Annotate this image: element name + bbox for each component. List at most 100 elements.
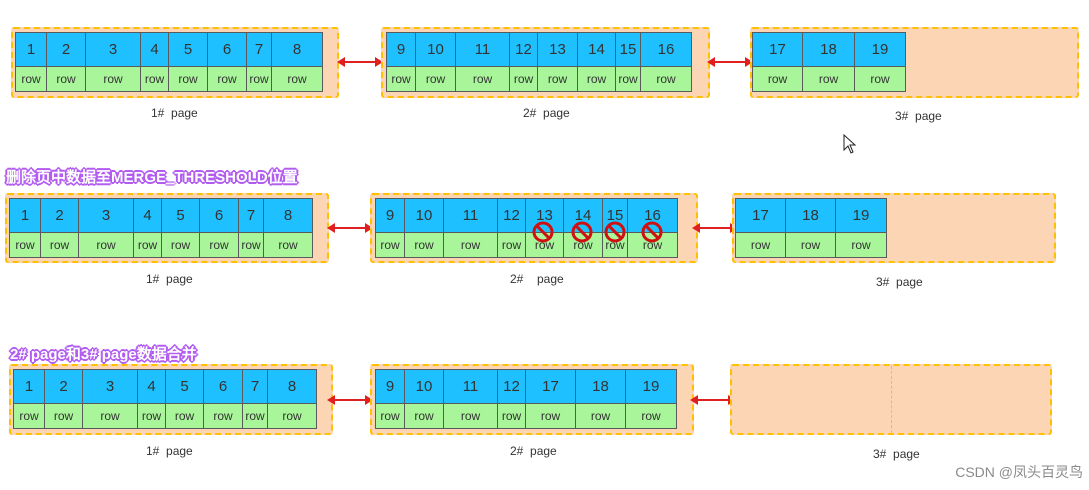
record-key: 17 xyxy=(526,370,575,404)
record-row: row xyxy=(576,404,625,428)
record-key: 17 xyxy=(736,199,785,233)
record-key: 13 xyxy=(538,33,577,67)
record-row: row xyxy=(141,67,168,91)
record-key: 18 xyxy=(803,33,854,67)
page-label: 3# page xyxy=(876,275,923,289)
record-key: 16 xyxy=(628,199,677,233)
no-entry-icon xyxy=(604,221,626,243)
record-key: 8 xyxy=(264,199,312,233)
no-entry-icon xyxy=(532,221,554,243)
record-row: row xyxy=(162,233,199,257)
record-key: 1 xyxy=(16,33,46,67)
record-key: 12 xyxy=(510,33,537,67)
record-row: row xyxy=(247,67,271,91)
record-key: 5 xyxy=(166,370,203,404)
record-key: 9 xyxy=(387,33,415,67)
record-key: 4 xyxy=(134,199,161,233)
record-row: row xyxy=(208,67,246,91)
record-key: 15 xyxy=(616,33,640,67)
record-key: 14 xyxy=(578,33,615,67)
watermark: CSDN @凤头百灵鸟 xyxy=(955,464,1083,480)
record-key: 4 xyxy=(141,33,168,67)
record-key: 4 xyxy=(138,370,165,404)
record-row: row xyxy=(204,404,242,428)
no-entry-icon xyxy=(571,221,593,243)
record-key: 8 xyxy=(272,33,322,67)
record-key: 17 xyxy=(753,33,802,67)
record-key: 9 xyxy=(376,370,404,404)
record-key: 1 xyxy=(10,199,40,233)
record-row: row xyxy=(200,233,238,257)
record-key: 2 xyxy=(45,370,82,404)
record-row: row xyxy=(510,67,537,91)
page-label: 1# page xyxy=(146,444,193,458)
record-key: 6 xyxy=(200,199,238,233)
record-row: row xyxy=(578,67,615,91)
record-row: row xyxy=(86,67,140,91)
page-label-suffix: page xyxy=(537,272,564,286)
double-arrow-icon xyxy=(707,57,753,67)
page-label: 3# page xyxy=(873,447,920,461)
record-row: row xyxy=(498,233,525,257)
record-row: row xyxy=(416,67,455,91)
record-row: row xyxy=(803,67,854,91)
step-title: 删除页中数据至MERGE_THRESHOLD位置 xyxy=(6,169,298,186)
page-label: 1# page xyxy=(151,106,198,120)
record-key: 7 xyxy=(239,199,263,233)
record-row: row xyxy=(10,233,40,257)
record-row: row xyxy=(41,233,78,257)
record-key: 2 xyxy=(41,199,78,233)
record-row: row xyxy=(79,233,133,257)
record-row: row xyxy=(538,67,577,91)
page-label: 2# page xyxy=(523,106,570,120)
record-row: row xyxy=(753,67,802,91)
page-label: 2# xyxy=(510,272,531,286)
record-key: 18 xyxy=(576,370,625,404)
record-key: 2 xyxy=(47,33,85,67)
record-key: 13 xyxy=(526,199,563,233)
record-row: row xyxy=(405,404,443,428)
double-arrow-icon xyxy=(327,395,373,405)
record-row: row xyxy=(138,404,165,428)
record-row: row xyxy=(387,67,415,91)
record-row: row xyxy=(83,404,137,428)
record-key: 16 xyxy=(641,33,691,67)
record-key: 3 xyxy=(79,199,133,233)
double-arrow-icon xyxy=(337,57,383,67)
record-key: 7 xyxy=(247,33,271,67)
record-key: 10 xyxy=(405,370,443,404)
record-row: row xyxy=(616,67,640,91)
record-row: row xyxy=(626,404,676,428)
record-row: row xyxy=(243,404,267,428)
record-row: row xyxy=(376,233,404,257)
